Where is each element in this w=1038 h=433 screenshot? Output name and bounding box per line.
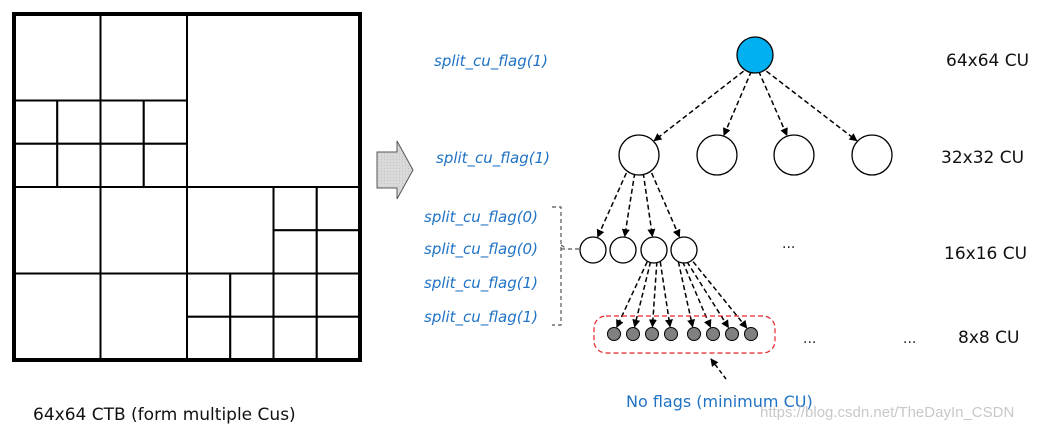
tree-node-64x64: [736, 36, 774, 74]
tree-edge: [621, 172, 636, 238]
cu-size-label-32: 32x32 CU: [941, 148, 1024, 168]
cu-block: [186, 315, 232, 361]
minimum-cu-note: No flags (minimum CU): [626, 392, 813, 411]
tree-edge: [757, 70, 788, 137]
tree-node-8x8: [664, 327, 678, 341]
tree-nodes: [579, 36, 893, 341]
tree-node-8x8: [607, 327, 621, 341]
tree-node-8x8: [626, 327, 640, 341]
cu-block: [99, 272, 188, 361]
cu-block: [272, 186, 318, 232]
cu-block: [99, 99, 145, 145]
tree-edge: [642, 172, 656, 238]
tree-edge: [692, 261, 748, 329]
cu-block: [142, 142, 188, 188]
cu-block: [99, 13, 188, 102]
cu-block: [315, 315, 361, 361]
tree-node-16x16: [579, 236, 607, 264]
tree-node-32x32: [773, 134, 815, 176]
tree-edge: [653, 70, 745, 142]
note-pointer-arrow: [710, 358, 727, 380]
cu-block: [13, 99, 59, 145]
tree-edge: [616, 261, 648, 328]
cu-size-label-64: 64x64 CU: [946, 51, 1029, 71]
cu-block: [13, 142, 59, 188]
transition-arrow-icon: [376, 140, 414, 200]
cu-block: [186, 186, 275, 275]
cu-size-label-8: 8x8 CU: [958, 328, 1019, 348]
tree-node-8x8: [687, 327, 701, 341]
tree-node-16x16: [670, 236, 698, 264]
flag-label-level2: split_cu_flag(1): [436, 149, 550, 168]
tree-edge: [596, 172, 628, 238]
tree-edge: [766, 70, 858, 142]
flag-label-level3: split_cu_flag(1): [424, 274, 538, 293]
cu-block: [272, 272, 318, 318]
ellipsis-level3: ...: [782, 236, 795, 252]
cu-block: [229, 315, 275, 361]
cu-block: [272, 229, 318, 275]
cu-block: [186, 13, 361, 188]
cu-block: [315, 186, 361, 232]
cu-block: [272, 315, 318, 361]
cu-block: [13, 186, 102, 275]
tree-node-8x8: [725, 327, 739, 341]
tree-edge: [632, 261, 652, 328]
tree-edge: [723, 70, 753, 137]
tree-node-16x16: [609, 236, 637, 264]
tree-node-32x32: [618, 134, 660, 176]
cu-block: [13, 272, 102, 361]
cu-block: [56, 142, 102, 188]
cu-size-label-16: 16x16 CU: [944, 244, 1027, 264]
cu-block: [315, 272, 361, 318]
cu-block: [186, 272, 232, 318]
tree-edge: [650, 172, 681, 238]
watermark: https://blog.csdn.net/TheDayIn_CSDN: [760, 404, 1014, 421]
tree-node-8x8: [744, 327, 758, 341]
flag-label-level1: split_cu_flag(1): [434, 52, 548, 71]
ctb-caption: 64x64 CTB (form multiple Cus): [33, 405, 296, 425]
tree-edge: [677, 261, 696, 328]
flag-label-level3: split_cu_flag(0): [424, 240, 538, 259]
tree-edge: [648, 261, 658, 328]
cu-block: [56, 99, 102, 145]
cu-block: [229, 272, 275, 318]
cu-block: [99, 142, 145, 188]
tree-edge: [682, 261, 712, 328]
tree-node-8x8: [645, 327, 659, 341]
ctb-border: [12, 12, 362, 362]
cu-block: [142, 99, 188, 145]
tree-node-32x32: [851, 134, 893, 176]
ellipsis-level4-b: ...: [903, 331, 916, 347]
flag-label-level3: split_cu_flag(1): [424, 308, 538, 327]
flag-label-level3: split_cu_flag(0): [424, 208, 538, 227]
cu-block: [315, 229, 361, 275]
ctb-quadtree: [12, 12, 362, 362]
tree-edges: [596, 70, 858, 329]
flag-group-bracket: [552, 206, 580, 326]
flag-labels: split_cu_flag(1) split_cu_flag(1) split_…: [424, 52, 550, 327]
tree-node-16x16: [640, 236, 668, 264]
tree-edge: [686, 261, 730, 329]
ellipsis-level4-a: ...: [803, 331, 816, 347]
tree-edge: [659, 261, 673, 328]
cu-block: [13, 13, 102, 102]
cu-block: [99, 186, 188, 275]
tree-node-32x32: [696, 134, 738, 176]
tree-node-8x8: [706, 327, 720, 341]
